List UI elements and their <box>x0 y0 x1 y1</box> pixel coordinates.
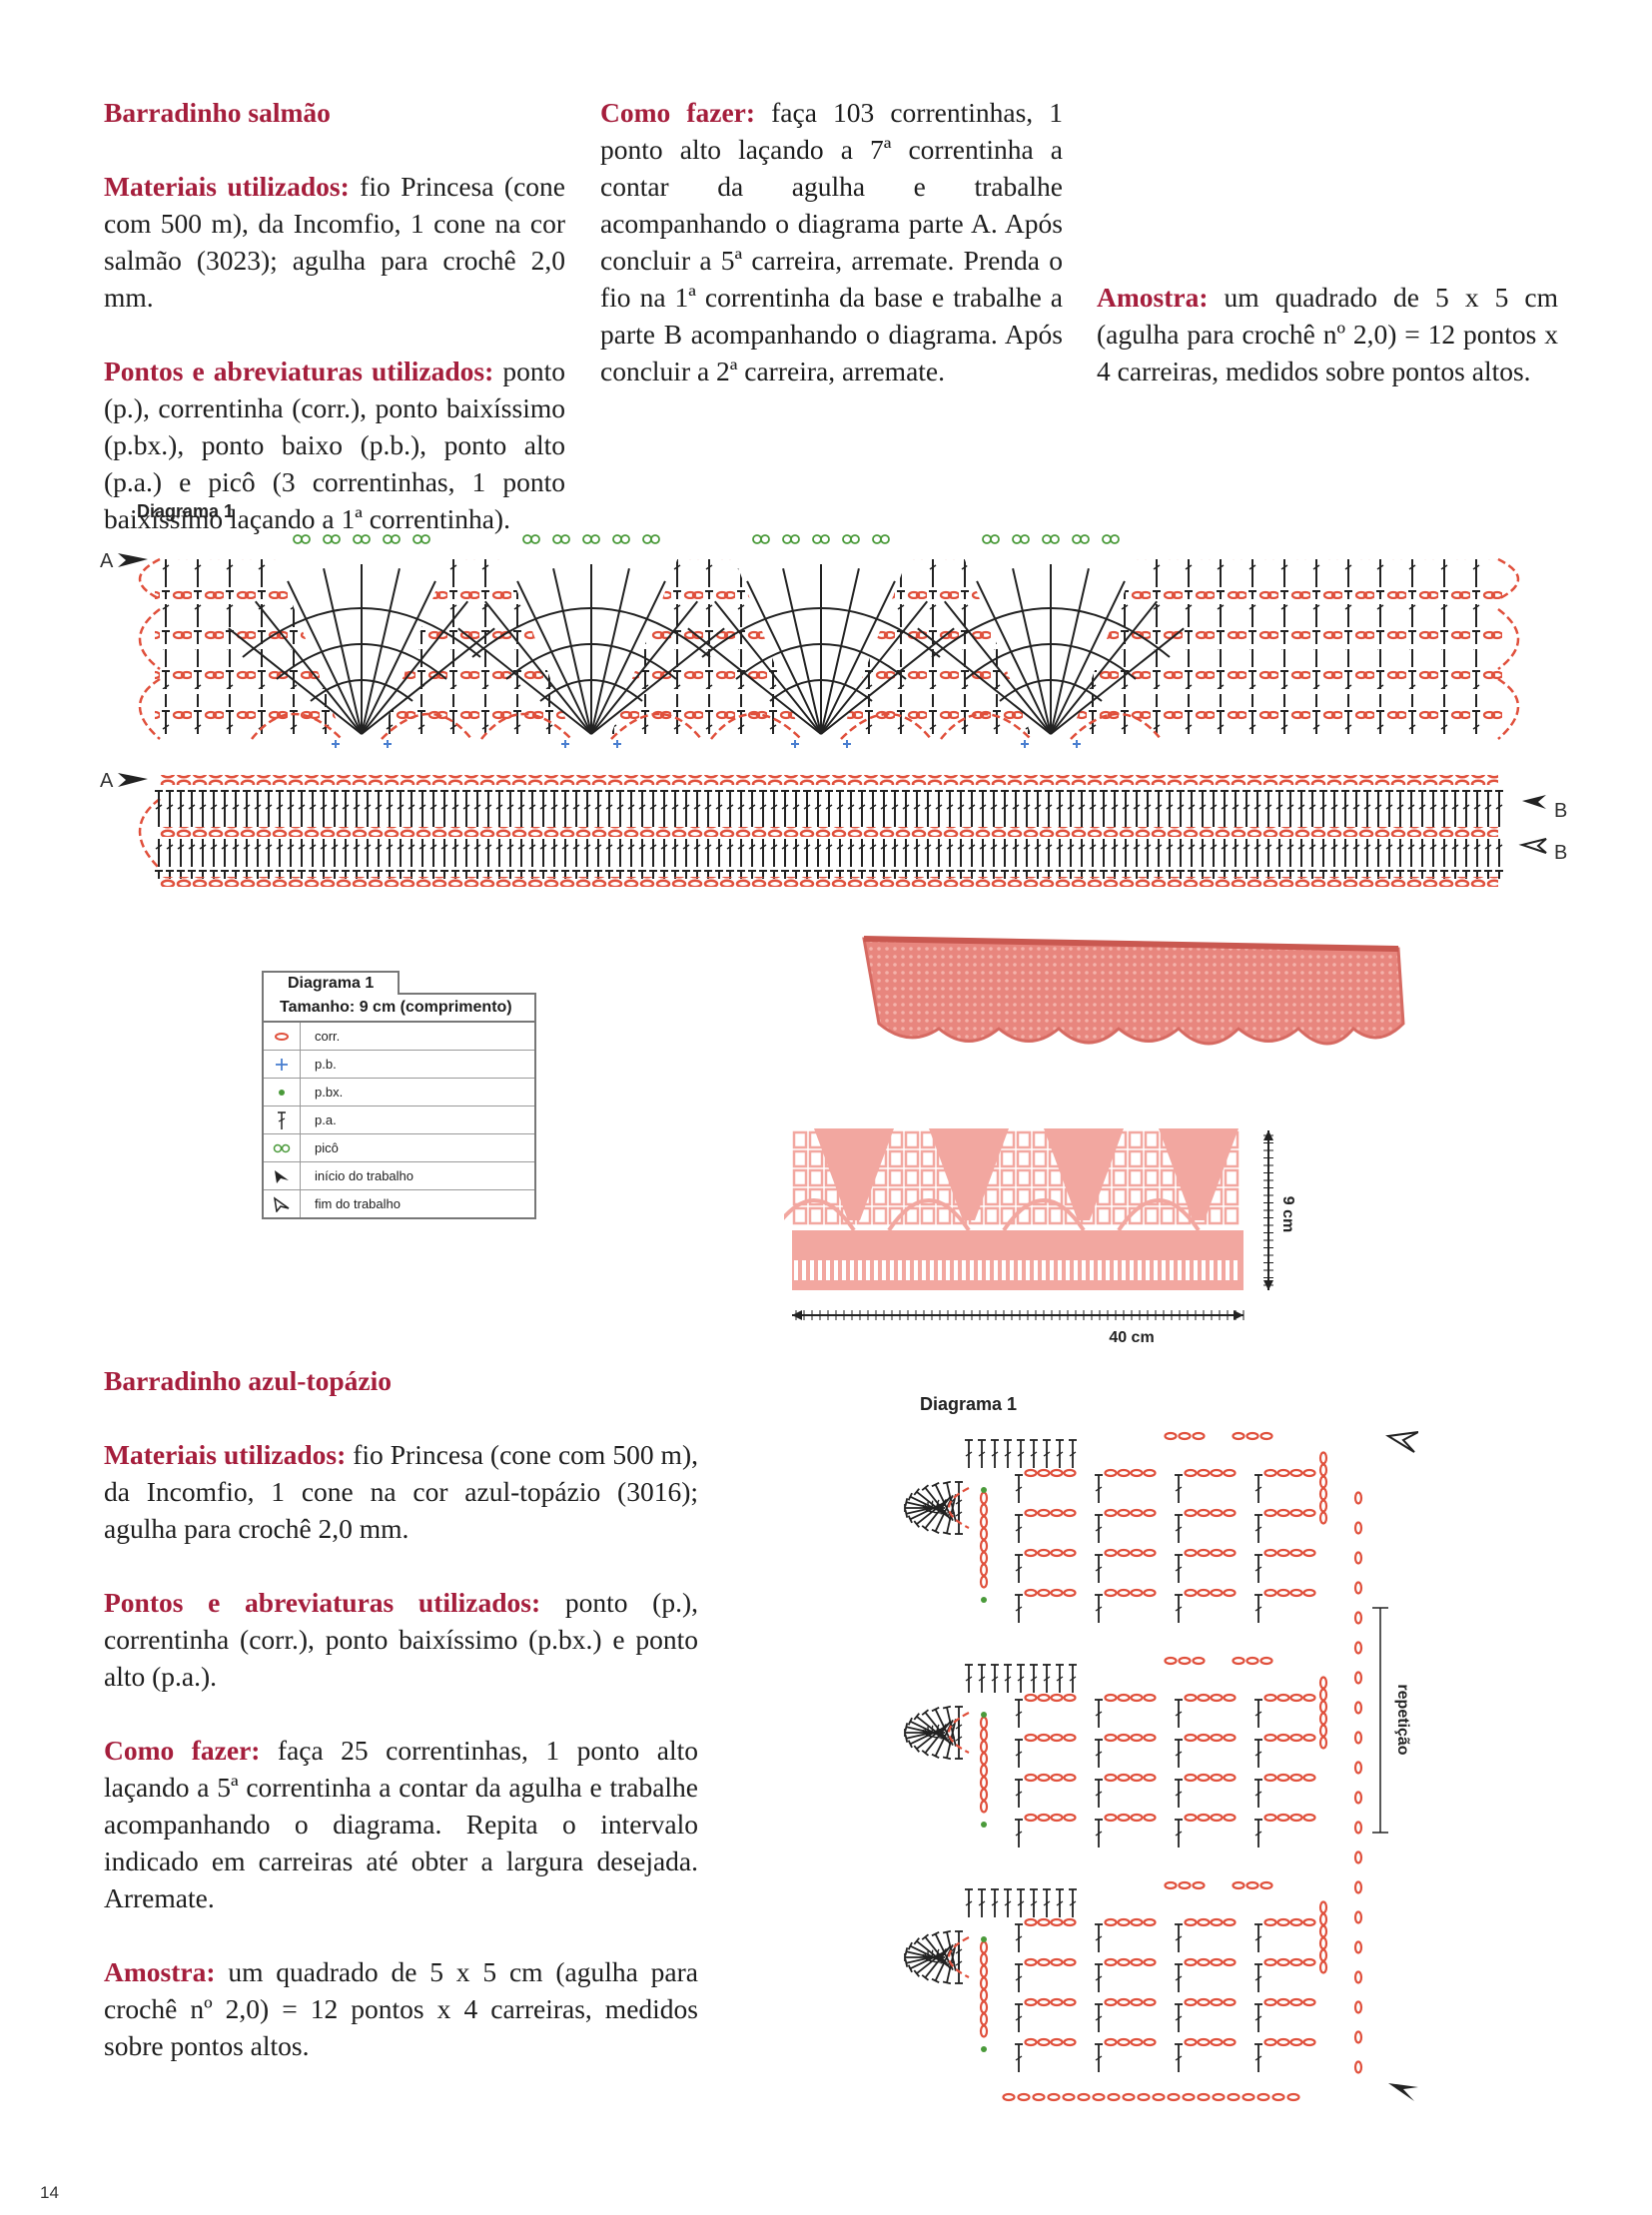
legend-label: picô <box>301 1140 339 1155</box>
marker-a-mid: A <box>100 770 114 792</box>
salmon-howto-text: faça 103 correntinhas, 1 ponto alto laça… <box>600 97 1063 386</box>
picot-icon <box>272 1141 292 1155</box>
legend-row: p.a. <box>264 1107 534 1134</box>
legend-label: fim do trabalho <box>301 1196 401 1211</box>
legend-label: p.b. <box>301 1057 337 1072</box>
height-dimension-label: 9 cm <box>1279 1196 1296 1232</box>
blue-howto-label: Como fazer: <box>104 1735 260 1766</box>
size-schematic: 9 cm 40 cm <box>784 1110 1343 1350</box>
marker-a-top: A <box>100 550 114 572</box>
diagram-bottom-title: Diagrama 1 <box>920 1394 1017 1415</box>
salmon-sample-label: Amostra: <box>1097 282 1209 313</box>
salmon-howto-label: Como fazer: <box>600 97 755 128</box>
salmon-column-2: Como fazer: faça 103 correntinhas, 1 pon… <box>600 94 1063 389</box>
chain-icon <box>274 1032 290 1042</box>
legend-size: Tamanho: 9 cm (comprimento) <box>264 995 534 1023</box>
width-dimension-label: 40 cm <box>1109 1329 1154 1346</box>
salmon-materials-label: Materiais utilizados: <box>104 171 350 202</box>
repeat-label: repetição <box>1394 1684 1411 1755</box>
start-arrow-icon <box>118 553 148 567</box>
legend-label: p.a. <box>301 1112 337 1127</box>
start-arrow-icon <box>118 773 148 787</box>
slip-stitch-icon <box>277 1088 287 1098</box>
diagram-bottom: repetição <box>859 1418 1418 2117</box>
marker-b-1: B <box>1554 800 1567 822</box>
page-number: 14 <box>40 2183 59 2203</box>
blue-points-label: Pontos e abreviaturas utilizados: <box>104 1587 540 1618</box>
single-crochet-icon <box>275 1058 289 1072</box>
end-arrow-icon <box>273 1196 291 1212</box>
double-crochet-icon <box>276 1110 288 1130</box>
blue-sample-label: Amostra: <box>104 1956 216 1987</box>
legend-row: início do trabalho <box>264 1162 534 1190</box>
lace-photo <box>859 929 1408 1059</box>
legend-table: Diagrama 1 Tamanho: 9 cm (comprimento) c… <box>262 969 536 1219</box>
salmon-points-label: Pontos e abreviaturas utilizados: <box>104 356 493 386</box>
legend-tab: Diagrama 1 <box>262 971 400 995</box>
legend-row: p.bx. <box>264 1079 534 1107</box>
marker-b-2: B <box>1554 842 1567 864</box>
blue-materials-label: Materiais utilizados: <box>104 1439 346 1470</box>
legend-label: início do trabalho <box>301 1168 413 1183</box>
legend-label: corr. <box>301 1029 340 1044</box>
diagram-top: A A B B <box>0 509 1652 929</box>
start-arrow-icon <box>273 1168 291 1184</box>
salmon-column-3: Amostra: um quadrado de 5 x 5 cm (agulha… <box>1097 279 1558 389</box>
salmon-title: Barradinho salmão <box>104 97 331 128</box>
schematic-fans <box>784 1128 1239 1230</box>
start-arrow-icon <box>1522 795 1546 809</box>
end-arrow-icon <box>1522 839 1546 853</box>
blue-column: Barradinho azul-topázio Materiais utiliz… <box>104 1362 698 2064</box>
legend-row: fim do trabalho <box>264 1190 534 1217</box>
legend-row: p.b. <box>264 1051 534 1079</box>
salmon-column-1: Barradinho salmão Materiais utilizados: … <box>104 94 565 537</box>
blue-title: Barradinho azul-topázio <box>104 1365 392 1396</box>
start-arrow-icon <box>1388 2083 1418 2101</box>
end-arrow-icon <box>1388 1432 1418 1452</box>
legend-row: corr. <box>264 1023 534 1051</box>
legend-label: p.bx. <box>301 1085 343 1100</box>
legend-row: picô <box>264 1134 534 1162</box>
